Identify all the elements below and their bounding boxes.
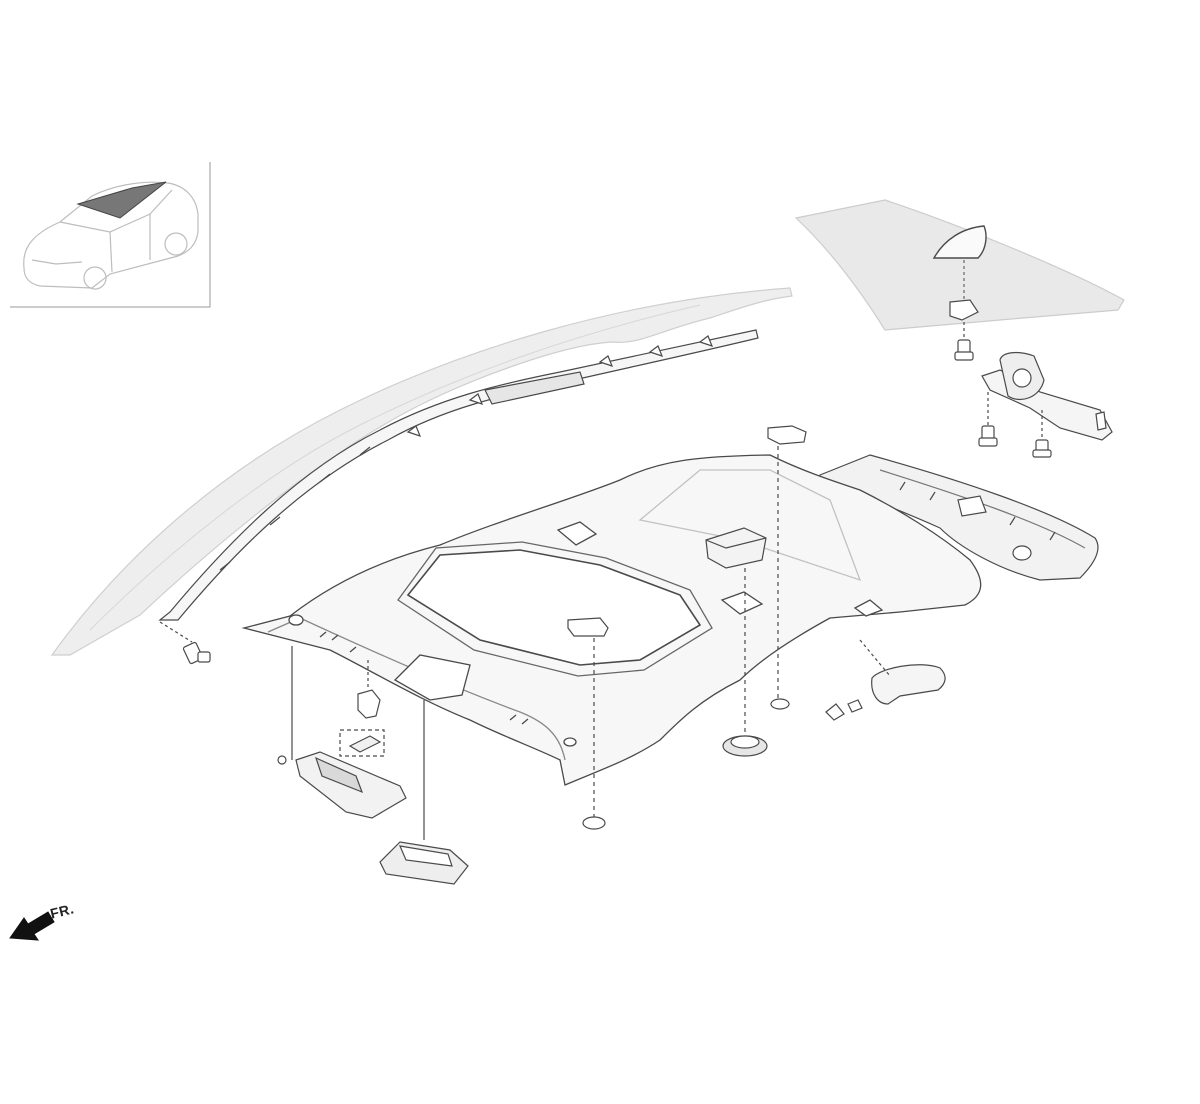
vehicle-location-inset <box>10 162 211 308</box>
bracket-bolt <box>978 425 1052 458</box>
rear-roof-bracket <box>978 351 1113 458</box>
round-grommet <box>722 735 768 757</box>
sun-visor <box>277 646 407 819</box>
rear-roof-panel-ghost <box>794 199 1125 331</box>
antenna-bolt <box>954 322 974 361</box>
arrow-left-down-icon <box>9 911 55 941</box>
assist-grip <box>825 639 946 721</box>
roof-headliner <box>241 454 982 786</box>
rear-bracket-clip <box>767 425 807 710</box>
front-direction-indicator <box>9 911 55 941</box>
console-opening <box>393 654 471 701</box>
sunroof-opening <box>406 549 702 666</box>
roof-module <box>705 527 767 736</box>
headliner-clip <box>567 617 609 830</box>
shark-fin-antenna <box>932 225 987 361</box>
rail-ghost-detail <box>89 304 701 631</box>
rear-header-trim <box>819 454 1099 581</box>
inset-frame <box>10 162 211 308</box>
roof-side-rail-ghost <box>50 287 793 656</box>
vanity-mirror-lamp <box>339 729 385 757</box>
roof-highlight <box>76 181 167 219</box>
overhead-console-lamp <box>379 700 469 885</box>
curtain-airbag-module <box>158 329 759 621</box>
vehicle-outline-icon <box>23 181 199 290</box>
sun-visor-holder <box>357 660 381 719</box>
airbag-bolt <box>159 621 211 665</box>
